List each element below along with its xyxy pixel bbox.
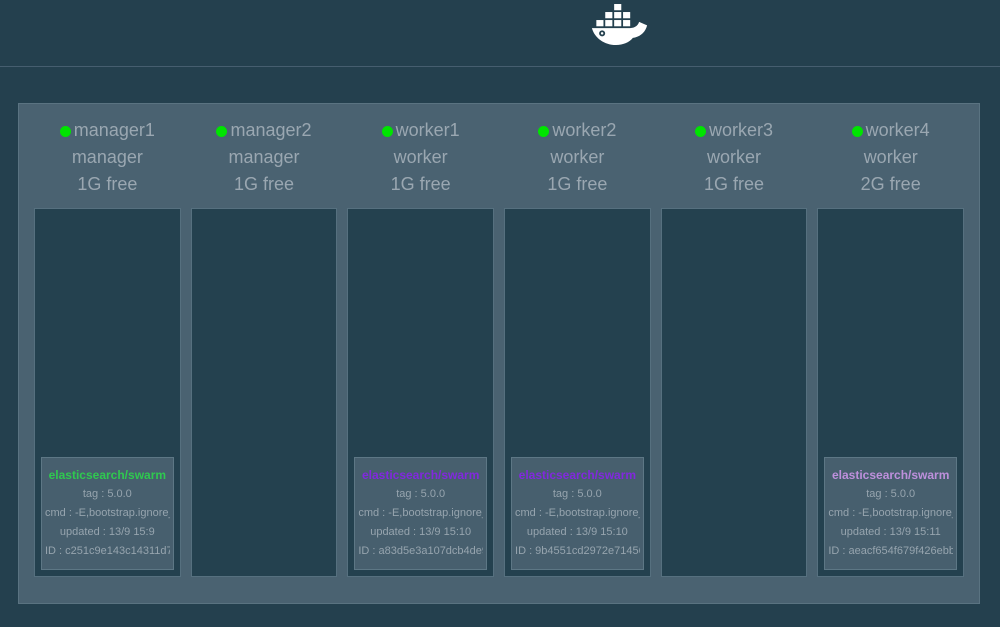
node-header: manager2 manager 1G free — [191, 117, 338, 198]
container-updated: updated : 13/9 15:9 — [59, 526, 155, 538]
container-card: elasticsearch/swarm tag : 5.0.0 cmd : -E… — [824, 457, 958, 570]
container-updated: updated : 13/9 15:11 — [840, 526, 941, 538]
node-column-worker1: worker1 worker 1G free elasticsearch/swa… — [347, 117, 495, 577]
status-dot-icon — [59, 126, 71, 137]
container-card: elasticsearch/swarm tag : 5.0.0 cmd : -E… — [354, 457, 488, 570]
node-column-worker3: worker3 worker 1G free — [660, 117, 808, 577]
node-name-label: worker3 — [709, 120, 774, 140]
node-name: worker1 — [347, 117, 494, 144]
node-role: worker — [863, 147, 918, 167]
node-role: worker — [393, 147, 448, 167]
container-cmd: cmd : -E,bootstrap.ignore_... — [358, 507, 483, 519]
node-memory: 1G free — [77, 174, 138, 194]
node-name-label: worker4 — [865, 120, 930, 140]
container-tag: tag : 5.0.0 — [82, 488, 132, 500]
container-card: elasticsearch/swarm tag : 5.0.0 cmd : -E… — [511, 457, 644, 570]
docker-whale-icon — [591, 4, 648, 45]
node-header: worker2 worker 1G free — [504, 117, 651, 198]
container-id: ID : c251c9e143c14311d7c... — [45, 545, 170, 557]
node-name: worker3 — [661, 117, 808, 144]
node-box: elasticsearch/swarm tag : 5.0.0 cmd : -E… — [347, 208, 495, 577]
status-dot-icon — [695, 126, 706, 137]
node-column-manager2: manager2 manager 1G free — [190, 117, 338, 577]
node-name-label: manager1 — [73, 120, 155, 140]
container-id: ID : aeacf654f679f426ebbf... — [828, 545, 954, 557]
node-column-manager1: manager1 manager 1G free elasticsearch/s… — [34, 117, 181, 577]
node-header: manager1 manager 1G free — [34, 117, 181, 198]
node-column-worker2: worker2 worker 1G free elasticsearch/swa… — [504, 117, 651, 577]
node-header: worker4 worker 2G free — [817, 117, 964, 198]
node-memory: 1G free — [704, 174, 765, 194]
node-role: manager — [71, 147, 143, 167]
node-memory: 1G free — [233, 174, 295, 194]
node-box — [190, 208, 338, 577]
node-name: manager1 — [34, 117, 181, 144]
node-box — [660, 208, 808, 577]
swarm-panel: manager1 manager 1G free elasticsearch/s… — [18, 103, 980, 604]
container-cmd: cmd : -E,bootstrap.ignore_... — [828, 507, 953, 519]
container-title: elasticsearch/swarm — [831, 468, 950, 482]
status-dot-icon — [216, 126, 228, 137]
node-name-label: worker2 — [552, 120, 617, 140]
node-memory: 1G free — [390, 174, 451, 194]
container-title: elasticsearch/swarm — [48, 468, 167, 482]
node-header: worker1 worker 1G free — [347, 117, 494, 198]
container-tag: tag : 5.0.0 — [552, 488, 602, 500]
top-bar — [0, 0, 1000, 67]
node-name-label: manager2 — [230, 120, 312, 140]
status-dot-icon — [851, 126, 863, 137]
container-title: elasticsearch/swarm — [518, 468, 637, 482]
node-name: manager2 — [191, 117, 338, 144]
container-card: elasticsearch/swarm tag : 5.0.0 cmd : -E… — [41, 457, 174, 570]
node-name-label: worker1 — [395, 120, 460, 140]
container-tag: tag : 5.0.0 — [396, 488, 446, 500]
node-role: manager — [228, 147, 300, 167]
node-column-worker4: worker4 worker 2G free elasticsearch/swa… — [817, 117, 965, 577]
container-tag: tag : 5.0.0 — [866, 488, 916, 500]
container-id: ID : a83d5e3a107dcb4de9... — [358, 545, 483, 557]
node-role: worker — [550, 147, 605, 167]
node-role: worker — [707, 147, 762, 167]
container-updated: updated : 13/9 15:10 — [526, 526, 628, 538]
node-header: worker3 worker 1G free — [661, 117, 808, 198]
container-title: elasticsearch/swarm — [361, 468, 480, 482]
node-box: elasticsearch/swarm tag : 5.0.0 cmd : -E… — [34, 208, 181, 577]
status-dot-icon — [381, 126, 393, 137]
container-updated: updated : 13/9 15:10 — [370, 526, 472, 538]
node-name: worker2 — [504, 117, 651, 144]
node-box: elasticsearch/swarm tag : 5.0.0 cmd : -E… — [504, 208, 651, 577]
container-cmd: cmd : -E,bootstrap.ignore_... — [515, 507, 640, 519]
node-memory: 2G free — [860, 174, 921, 194]
node-box: elasticsearch/swarm tag : 5.0.0 cmd : -E… — [817, 208, 965, 577]
container-id: ID : 9b4551cd2972e71456... — [515, 545, 640, 557]
status-dot-icon — [538, 126, 550, 137]
container-cmd: cmd : -E,bootstrap.ignore_... — [45, 507, 170, 519]
node-memory: 1G free — [547, 174, 608, 194]
node-name: worker4 — [817, 117, 964, 144]
